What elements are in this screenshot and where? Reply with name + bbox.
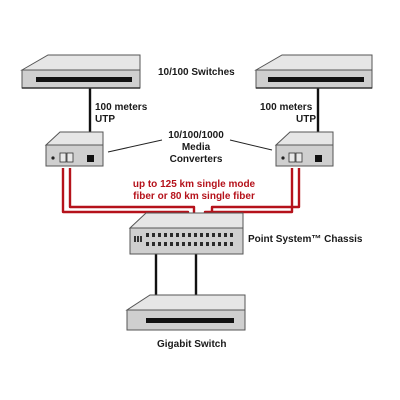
point-system-chassis [128, 212, 244, 255]
utp-cables [88, 85, 320, 326]
chassis-port [218, 233, 221, 237]
utp-label-right-line1: 100 meters [260, 102, 313, 113]
chassis-port [224, 233, 227, 237]
media-converter-right [274, 131, 334, 167]
media-converters-label-line3: Converters [170, 154, 223, 165]
chassis-port [212, 233, 215, 237]
chassis-port [176, 242, 179, 246]
chassis-port [230, 242, 233, 246]
utp-label-left-line2: UTP [95, 114, 115, 125]
status-led [281, 156, 285, 160]
chassis-module-marker [137, 236, 139, 242]
rj45-port [87, 155, 94, 162]
media-converter-left [44, 131, 104, 167]
fiber-port [66, 152, 74, 163]
chassis-port [206, 242, 209, 246]
media-converters-label-line1: 10/100/1000 [168, 130, 224, 141]
switch-left [20, 54, 141, 89]
rj45-port [315, 155, 322, 162]
fiber-port [295, 152, 303, 163]
chassis-port [164, 242, 167, 246]
chassis-port [230, 233, 233, 237]
chassis-module-marker [134, 236, 136, 242]
chassis-port [212, 242, 215, 246]
fiber-port [288, 152, 296, 163]
chassis-port [146, 233, 149, 237]
chassis-port [164, 233, 167, 237]
fiber-port [59, 152, 67, 163]
chassis-port [182, 242, 185, 246]
media-converters-label-line2: Media [182, 142, 211, 153]
utp-label-right-line2: UTP [296, 114, 316, 125]
status-led [51, 156, 55, 160]
chassis-port [158, 233, 161, 237]
chassis-port [224, 242, 227, 246]
chassis-port [194, 233, 197, 237]
chassis-port [170, 233, 173, 237]
chassis-module-marker [140, 236, 142, 242]
fiber-label-line1: up to 125 km single mode [133, 179, 256, 190]
chassis-port [188, 242, 191, 246]
chassis-port [158, 242, 161, 246]
chassis-port [206, 233, 209, 237]
chassis-port [188, 233, 191, 237]
fiber-label-line2: fiber or 80 km single fiber [133, 191, 255, 202]
utp-label-left-line1: 100 meters [95, 102, 148, 113]
chassis-port [194, 242, 197, 246]
chassis-label: Point System™ Chassis [248, 234, 363, 245]
chassis-port [152, 242, 155, 246]
gigabit-switch [125, 294, 246, 331]
chassis-port [176, 233, 179, 237]
chassis-port [200, 242, 203, 246]
switch-right [254, 54, 373, 89]
gigabit-switch-label: Gigabit Switch [157, 339, 226, 350]
chassis-port [170, 242, 173, 246]
chassis-port [200, 233, 203, 237]
chassis-port [152, 233, 155, 237]
chassis-port [146, 242, 149, 246]
media-label-leaders [107, 139, 273, 153]
chassis-port [218, 242, 221, 246]
switches-title: 10/100 Switches [158, 67, 235, 78]
chassis-port [182, 233, 185, 237]
chassis-port-array [134, 233, 233, 246]
